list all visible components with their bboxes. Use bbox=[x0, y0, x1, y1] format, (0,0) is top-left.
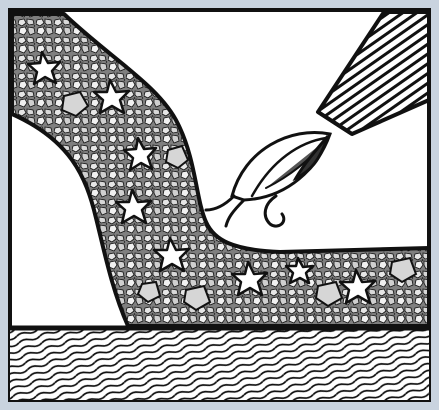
ground-hatching-icon bbox=[10, 330, 429, 400]
